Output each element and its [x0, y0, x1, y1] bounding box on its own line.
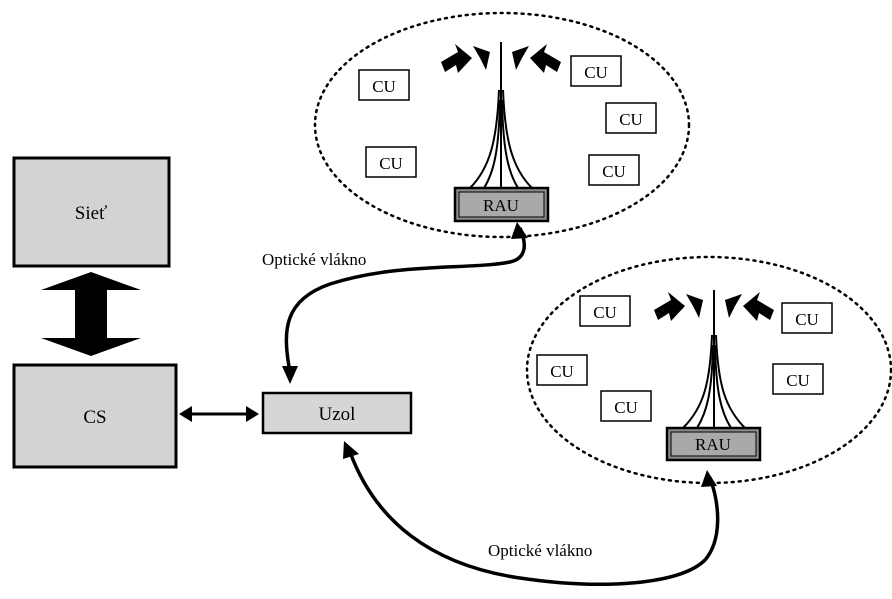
cell-bottom-antenna-icon	[682, 290, 746, 429]
cell-top-signal-icon	[441, 44, 561, 73]
cu-label: CU	[593, 303, 617, 322]
cell-top-boundary	[313, 11, 691, 239]
cu-box: CU	[570, 55, 622, 87]
cu-label: CU	[786, 371, 810, 390]
cu-box: CU	[605, 102, 657, 134]
cu-label: CU	[602, 162, 626, 181]
cu-label: CU	[619, 110, 643, 129]
cu-box: CU	[781, 302, 833, 334]
cu-label: CU	[550, 362, 574, 381]
central-station-label: CS	[83, 407, 106, 428]
network-label: Sieť	[75, 203, 107, 224]
cu-box: CU	[536, 354, 588, 386]
cu-box: CU	[772, 363, 824, 395]
cell-bottom: RAU CU CU CU CU CU	[525, 255, 892, 485]
cell-top-antenna-icon	[469, 42, 533, 189]
cu-label: CU	[379, 154, 403, 173]
central-station-box: CS	[12, 363, 178, 469]
fiber-top-label: Optické vlákno	[262, 250, 366, 269]
cell-top: RAU CU CU CU CU CU	[313, 11, 691, 239]
cell-bottom-boundary	[525, 255, 892, 485]
cell-bottom-rau-label: RAU	[695, 435, 731, 454]
cu-label: CU	[584, 63, 608, 82]
cell-bottom-signal-icon	[654, 292, 774, 321]
cu-label: CU	[614, 398, 638, 417]
cu-label: CU	[372, 77, 396, 96]
cu-label: CU	[795, 310, 819, 329]
cu-box: CU	[358, 69, 410, 101]
cu-box: CU	[588, 154, 640, 186]
cu-box: CU	[365, 146, 417, 178]
cu-box: CU	[600, 390, 652, 422]
fiber-bottom-label: Optické vlákno	[488, 541, 592, 560]
fiber-bottom	[343, 441, 720, 586]
cu-box: CU	[579, 295, 631, 327]
node-label: Uzol	[319, 404, 356, 425]
network-cs-double-arrow	[41, 272, 141, 356]
fiber-top	[282, 222, 528, 384]
cs-node-arrow	[179, 406, 259, 422]
node-box: Uzol	[261, 391, 413, 435]
cell-top-rau-label: RAU	[483, 196, 519, 215]
network-box: Sieť	[12, 156, 171, 268]
